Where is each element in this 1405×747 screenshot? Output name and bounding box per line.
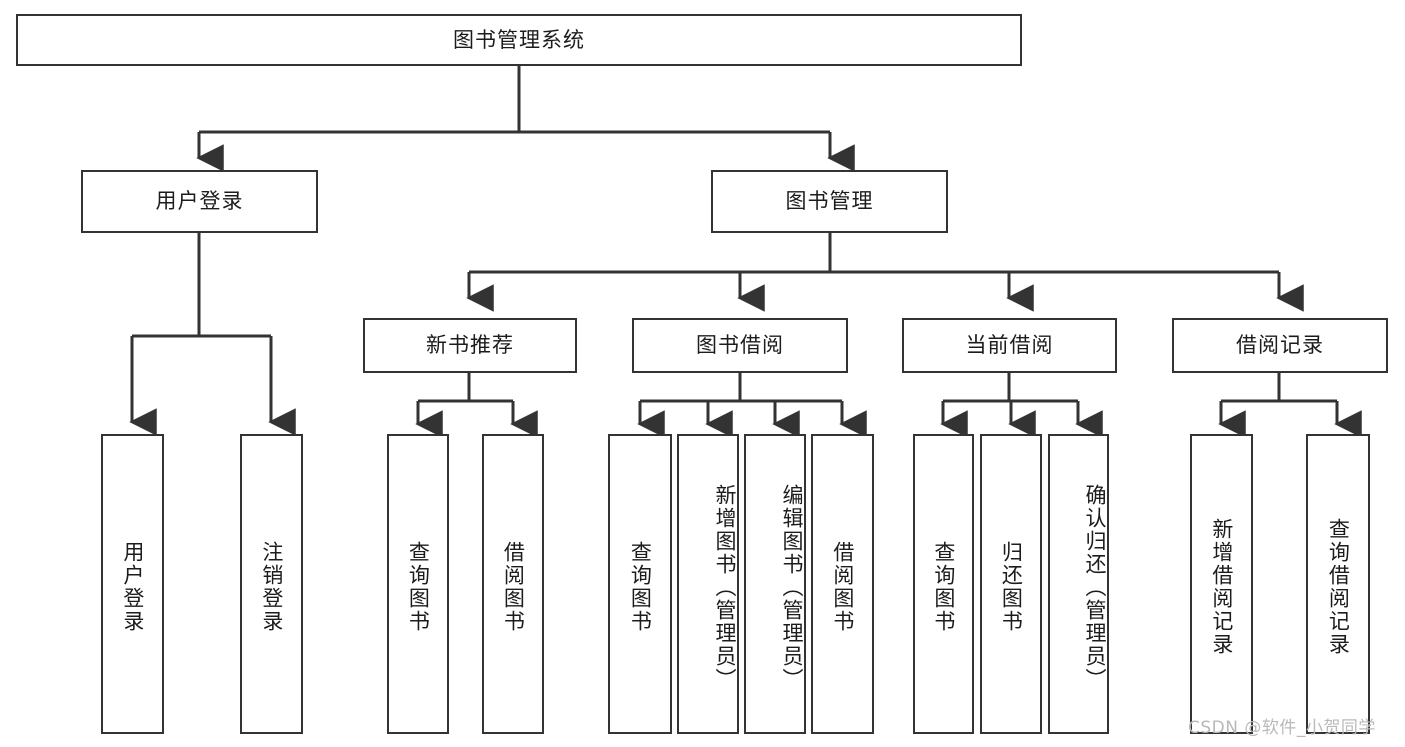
leaf-borrow-query-book[interactable]: 查询图书 (608, 434, 672, 734)
leaf-current-return-book[interactable]: 归还图书 (980, 434, 1042, 734)
leaf-current-confirm-return-admin[interactable]: 确认归还（管理员） (1048, 434, 1109, 734)
leaf-borrow-add-book-admin[interactable]: 新增图书（管理员） (677, 434, 739, 734)
node-borrow-record[interactable]: 借阅记录 (1172, 318, 1388, 373)
leaf-user-login-signout[interactable]: 注销登录 (240, 434, 303, 734)
node-new-book-recommend[interactable]: 新书推荐 (363, 318, 577, 373)
leaf-user-login-signin[interactable]: 用户登录 (101, 434, 164, 734)
node-current-borrow[interactable]: 当前借阅 (902, 318, 1117, 373)
leaf-borrow-borrow-book[interactable]: 借阅图书 (811, 434, 874, 734)
leaf-record-add-borrow-record[interactable]: 新增借阅记录 (1190, 434, 1253, 734)
node-user-login[interactable]: 用户登录 (81, 170, 318, 233)
leaf-record-query-borrow-record[interactable]: 查询借阅记录 (1306, 434, 1370, 734)
node-root-system[interactable]: 图书管理系统 (16, 14, 1022, 66)
node-book-management[interactable]: 图书管理 (711, 170, 948, 233)
leaf-current-query-book[interactable]: 查询图书 (913, 434, 974, 734)
leaf-new-book-borrow[interactable]: 借阅图书 (482, 434, 544, 734)
node-book-borrow[interactable]: 图书借阅 (632, 318, 848, 373)
csdn-watermark: CSDN @软件_小贺同学 (1188, 718, 1376, 738)
leaf-borrow-edit-book-admin[interactable]: 编辑图书（管理员） (744, 434, 806, 734)
leaf-new-book-query[interactable]: 查询图书 (387, 434, 449, 734)
